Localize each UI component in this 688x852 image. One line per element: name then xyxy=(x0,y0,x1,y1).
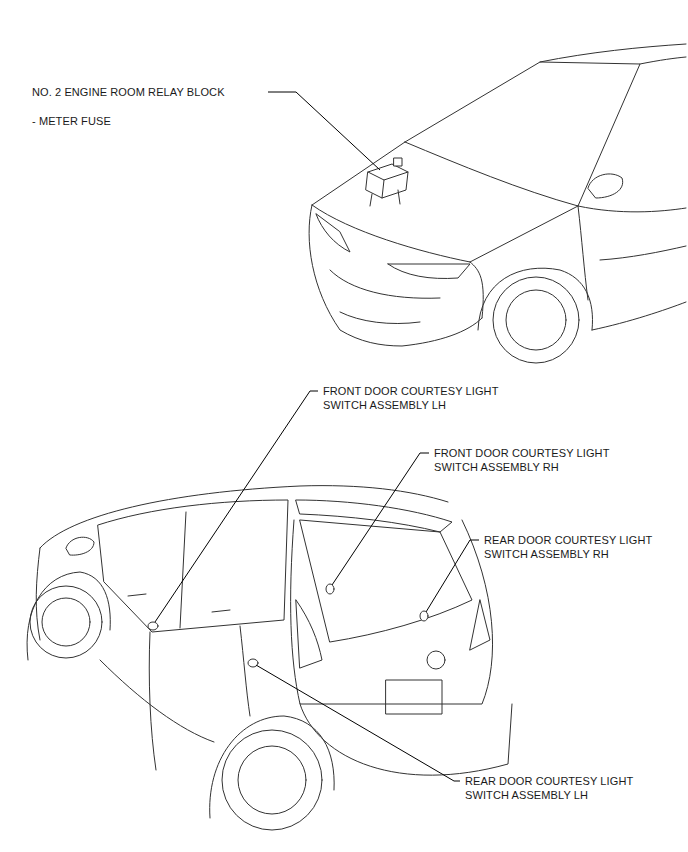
rear-body xyxy=(291,520,493,704)
wheel-arch xyxy=(210,716,334,818)
wheel xyxy=(506,290,566,350)
label-anchor: NO. 2 ENGINE ROOM RELAY BLOCK xyxy=(32,85,272,99)
wheel xyxy=(30,586,102,658)
wheel xyxy=(42,598,90,646)
hood-edge xyxy=(470,206,578,262)
rear-bumper xyxy=(300,704,512,775)
door-handle xyxy=(212,610,230,612)
side-skirt xyxy=(592,302,686,330)
character-line xyxy=(600,246,686,260)
leader-line xyxy=(155,391,318,622)
leader-line xyxy=(256,665,460,781)
front-fascia xyxy=(309,205,482,346)
mirror xyxy=(66,537,94,555)
headlight xyxy=(316,214,350,252)
courtesy-switch xyxy=(148,622,158,630)
windshield xyxy=(405,62,640,206)
headlight xyxy=(388,264,470,278)
door-line xyxy=(240,626,250,716)
mirror xyxy=(588,174,623,198)
courtesy-switch xyxy=(420,611,428,621)
wheel xyxy=(222,730,322,830)
taillight xyxy=(296,600,322,668)
label-anchor: REAR DOOR COURTESY LIGHT SWITCH ASSEMBLY… xyxy=(465,774,645,802)
emblem xyxy=(427,651,445,669)
part-label: - METER FUSE xyxy=(32,114,272,128)
leader-line xyxy=(268,92,380,170)
courtesy-switch xyxy=(326,584,334,594)
leader-line xyxy=(426,540,479,612)
grille xyxy=(340,312,420,324)
door-line xyxy=(578,206,588,300)
wheel xyxy=(238,746,306,814)
label-anchor: FRONT DOOR COURTESY LIGHT SWITCH ASSEMBL… xyxy=(323,384,513,412)
spoiler xyxy=(296,500,452,532)
part-label: NO. 2 ENGINE ROOM RELAY BLOCK xyxy=(32,85,272,99)
leader-line xyxy=(332,453,429,585)
rear-window xyxy=(300,520,472,642)
roof-line xyxy=(40,486,448,548)
door-line xyxy=(149,632,156,770)
b-pillar xyxy=(180,512,186,628)
part-label: REAR DOOR COURTESY LIGHT SWITCH ASSEMBLY… xyxy=(465,774,645,802)
label-anchor: REAR DOOR COURTESY LIGHT SWITCH ASSEMBLY… xyxy=(484,533,664,561)
door-handle xyxy=(128,594,146,596)
grille xyxy=(330,270,440,298)
wheel xyxy=(493,277,579,363)
body-side xyxy=(578,206,686,212)
part-label: FRONT DOOR COURTESY LIGHT SWITCH ASSEMBL… xyxy=(434,446,624,474)
roof-line xyxy=(640,57,686,64)
wheel-arch xyxy=(27,572,110,660)
label-anchor: FRONT DOOR COURTESY LIGHT SWITCH ASSEMBL… xyxy=(434,446,624,474)
taillight xyxy=(470,600,490,650)
label-anchor: - METER FUSE xyxy=(32,114,272,128)
part-label: FRONT DOOR COURTESY LIGHT SWITCH ASSEMBL… xyxy=(323,384,513,412)
sill xyxy=(100,660,214,742)
part-label: REAR DOOR COURTESY LIGHT SWITCH ASSEMBLY… xyxy=(484,533,664,561)
license-plate xyxy=(386,680,442,714)
body-side xyxy=(36,548,40,640)
relay-block xyxy=(366,158,408,206)
hood-front xyxy=(312,205,470,262)
